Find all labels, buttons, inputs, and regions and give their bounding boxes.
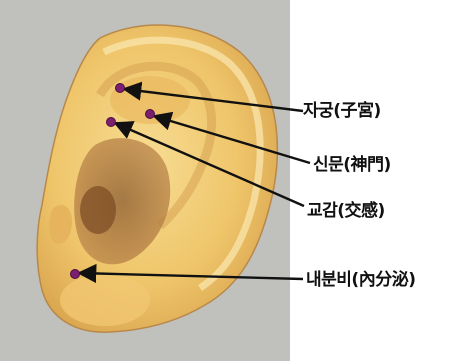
ear-canal xyxy=(80,186,116,234)
acupoint-jagung xyxy=(116,84,125,93)
label-naebunbi: 내분비(內分泌) xyxy=(306,270,415,290)
label-gyogam: 교감(交感) xyxy=(307,201,385,221)
label-sinmun: 신문(神門) xyxy=(313,155,391,175)
acupoint-gyogam xyxy=(107,118,116,127)
earlobe xyxy=(60,274,150,326)
acupoint-sinmun xyxy=(146,110,155,119)
label-jagung: 자궁(子宮) xyxy=(303,101,381,121)
acupoint-naebunbi xyxy=(71,270,80,279)
